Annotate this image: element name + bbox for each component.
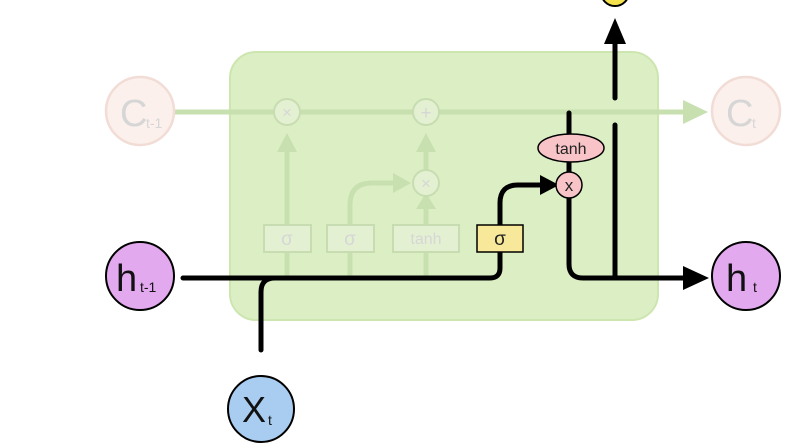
faded-forget-gate: σ <box>263 224 312 253</box>
faded-input-gate-label: σ <box>344 229 356 250</box>
faded-candidate-gate: tanh <box>392 224 460 253</box>
faded-input-add-label: + <box>420 103 431 124</box>
input-x-sub: t <box>268 412 272 428</box>
hidden-state-next: h t <box>711 241 781 311</box>
faded-forget-mult-op: × <box>273 98 301 126</box>
cell-state-prev-main: C <box>120 93 147 135</box>
faded-input-add-op: + <box>412 98 440 126</box>
cell-state-next: C t <box>710 75 782 147</box>
output-highlight-dot <box>602 0 628 7</box>
output-mult-op: x <box>555 171 583 199</box>
output-gate: σ <box>476 224 524 253</box>
arrowhead-up-output <box>604 18 626 44</box>
hidden-state-prev-main: h <box>116 258 137 300</box>
faded-forget-mult-label: × <box>282 103 292 122</box>
cell-state-next-sub: t <box>752 115 756 131</box>
faded-arrowhead-forget <box>277 133 297 152</box>
hidden-state-prev: h t-1 <box>105 241 175 311</box>
hidden-state-next-main: h <box>726 258 747 300</box>
faded-arrowhead-input <box>416 133 436 152</box>
tanh-op-label: tanh <box>555 141 586 158</box>
faded-input-gate: σ <box>326 224 375 253</box>
hidden-state-prev-sub: t-1 <box>140 279 157 295</box>
output-mult-label: x <box>565 176 574 195</box>
faded-input-mult-op: × <box>412 169 440 197</box>
cell-state-prev: C t-1 <box>104 75 176 147</box>
faded-arrowhead-mult <box>416 193 436 209</box>
faded-arrowhead-candidate <box>393 173 411 193</box>
arrowhead-to-mult <box>540 175 559 195</box>
cell-state-prev-sub: t-1 <box>146 115 163 131</box>
hidden-state-next-sub: t <box>753 279 757 295</box>
faded-forget-gate-label: σ <box>281 229 293 250</box>
faded-input-mult-label: × <box>421 174 431 193</box>
tanh-op: tanh <box>537 133 605 163</box>
cell-state-next-main: C <box>726 93 753 135</box>
input-x-main: X <box>242 389 266 430</box>
input-x: X t <box>227 375 295 443</box>
faded-candidate-gate-label: tanh <box>410 231 441 248</box>
cell-state-arrowhead <box>683 100 708 124</box>
arrowhead-to-h-next <box>683 266 709 290</box>
output-gate-label: σ <box>494 229 506 250</box>
